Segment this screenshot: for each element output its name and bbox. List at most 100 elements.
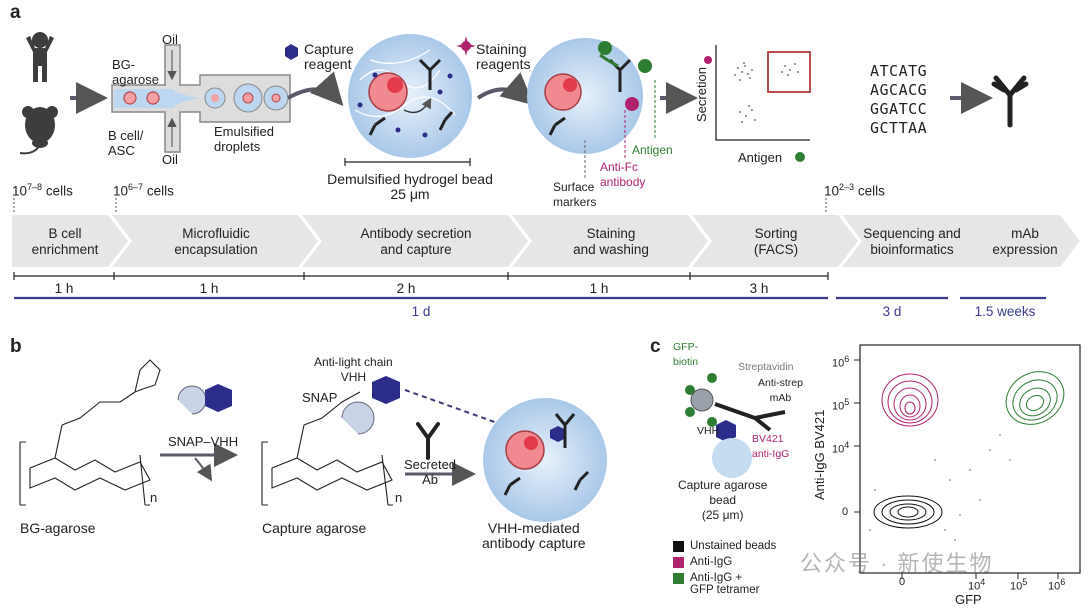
y-axis-title: Anti-IgG BV421 xyxy=(812,409,827,500)
snap-label: SNAP xyxy=(302,390,338,405)
anti-igg-population xyxy=(881,373,939,427)
anti-fc-label: Anti-Fc antibody xyxy=(600,160,646,189)
antibody-icon xyxy=(991,75,1029,128)
streptavidin-label: Streptavidin xyxy=(738,361,794,373)
panel-a-artwork xyxy=(12,32,1080,300)
stage-sorting: Sorting (FACS) xyxy=(753,226,799,257)
microfluidic-chip-icon xyxy=(111,44,291,153)
legend-item: Unstained beads xyxy=(673,540,776,552)
time-label: 3 h xyxy=(749,281,769,296)
cell-count-end: 102–3 cells xyxy=(824,182,885,199)
staining-reagent-icon xyxy=(456,36,476,56)
sequence-item: AGCACG xyxy=(870,81,928,99)
flow-arrow xyxy=(476,72,535,106)
x-tick-label: 104 xyxy=(968,577,986,593)
streptavidin-icon xyxy=(690,388,714,412)
capture-bead-icon xyxy=(712,438,752,478)
time-label: 2 h xyxy=(396,281,416,296)
stage-mab-expression: mAb expression xyxy=(992,226,1058,257)
hydrogel-bead-icon xyxy=(348,34,472,158)
anti-strep-mab-icon xyxy=(714,402,786,432)
anti-light-chain-label: Anti-light chain VHH xyxy=(314,355,393,384)
stained-bead-icon xyxy=(527,38,652,154)
legend-swatch xyxy=(673,573,684,584)
vhh-label: VHH xyxy=(697,425,720,437)
facs-contour-plot xyxy=(854,344,1081,579)
bg-agarose-label: BG- agarose xyxy=(112,57,159,87)
panel-c-label: c xyxy=(650,336,661,357)
bg-agarose-caption: BG-agarose xyxy=(20,520,96,536)
staining-reagents-label: Staining reagents xyxy=(476,41,531,72)
mouse-icon xyxy=(19,106,58,155)
bg-agarose-structure-icon xyxy=(19,359,161,506)
x-tick-label: 105 xyxy=(1010,577,1028,593)
antigen-axis-label: Antigen xyxy=(738,150,783,165)
y-tick-label: 106 xyxy=(832,354,850,370)
legend-item: Anti-IgG + GFP tetramer xyxy=(673,572,759,596)
facs-plot-icon xyxy=(704,45,811,162)
surface-markers-label: Surface markers xyxy=(553,180,597,209)
gfp-biotin-icon xyxy=(685,373,717,427)
x-axis-title: GFP xyxy=(955,592,982,607)
stage-antibody-secretion: Antibody secretion and capture xyxy=(360,226,472,257)
sequence-item: GGATCC xyxy=(870,100,928,118)
bcell-asc-label: B cell/ ASC xyxy=(108,128,144,158)
snap-bound-icon xyxy=(341,376,400,435)
time-label: 1 h xyxy=(54,281,74,296)
y-tick-label: 105 xyxy=(832,397,850,413)
stage-microfluidic: Microfluidic encapsulation xyxy=(174,226,258,257)
vhh-capture-bead-icon xyxy=(483,398,607,522)
oil-top-label: Oil xyxy=(162,32,178,47)
capture-agarose-caption: Capture agarose xyxy=(262,520,367,536)
gfp-biotin-label: GFP- biotin xyxy=(673,341,699,368)
demulsified-bead-label: Demulsified hydrogel bead 25 μm xyxy=(327,171,493,202)
capture-reagent-icon xyxy=(285,44,298,60)
stage-staining: Staining and washing xyxy=(573,226,649,257)
secreted-ab-label: Secreted Ab xyxy=(404,457,457,487)
emulsified-droplets-label: Emulsified droplets xyxy=(214,124,274,154)
panel-b-label: b xyxy=(10,336,22,357)
legend-swatch xyxy=(673,541,684,552)
secreted-antibody-icon xyxy=(416,422,440,460)
sequence-item: GCTTAA xyxy=(870,119,928,137)
antigen-label: Antigen xyxy=(632,143,673,157)
panel-c-schematic xyxy=(685,373,786,478)
vhh-icon xyxy=(716,420,736,442)
watermark: 公众号 · 新使生物 xyxy=(800,551,994,576)
stage-bar xyxy=(12,215,1080,267)
sequence-list: ATCATG AGCACG GGATCC GCTTAA xyxy=(870,62,927,138)
capture-agarose-structure-icon xyxy=(261,391,393,506)
sequence-item: ATCATG xyxy=(870,62,928,80)
capture-reagent-label: Capture reagent xyxy=(304,41,354,72)
time-label: 1 h xyxy=(199,281,219,296)
time-label: 1 h xyxy=(589,281,609,296)
secretion-axis-label: Secretion xyxy=(694,67,709,122)
legend-item: Anti-IgG xyxy=(673,556,732,568)
stage-bcell-enrichment: B cell enrichment xyxy=(31,226,99,257)
duration-label: 1.5 weeks xyxy=(974,304,1036,319)
time-ruler xyxy=(13,272,829,280)
legend-swatch xyxy=(673,557,684,568)
panel-b-artwork xyxy=(19,359,607,522)
x-tick-label: 106 xyxy=(1048,577,1066,593)
panel-a-label: a xyxy=(10,2,21,23)
capture-bead-label: Capture agarose bead (25 μm) xyxy=(678,478,768,522)
x-tick-label: 0 xyxy=(899,576,906,588)
anti-strep-label: Anti-strep mAb xyxy=(758,377,803,404)
unstained-population xyxy=(873,495,943,529)
stage-sequencing: Sequencing and bioinformatics xyxy=(863,226,961,257)
flow-arrow xyxy=(287,71,344,106)
human-icon xyxy=(26,32,54,82)
duration-label: 3 d xyxy=(882,304,902,319)
vhh-capture-label: VHH-mediated antibody capture xyxy=(482,520,586,551)
cell-count-start: 107–8 cells xyxy=(12,182,73,199)
repeat-n-label: n xyxy=(150,490,158,505)
bv421-label: BV421 anti-IgG xyxy=(752,433,790,460)
y-tick-label: 104 xyxy=(832,440,850,456)
gfp-tetramer-population xyxy=(1005,371,1065,425)
cell-count-mid: 106–7 cells xyxy=(113,182,174,199)
duration-label: 1 d xyxy=(411,304,431,319)
repeat-n-label: n xyxy=(395,490,403,505)
y-tick-label: 0 xyxy=(842,506,849,518)
snap-vhh-icon xyxy=(177,384,232,415)
